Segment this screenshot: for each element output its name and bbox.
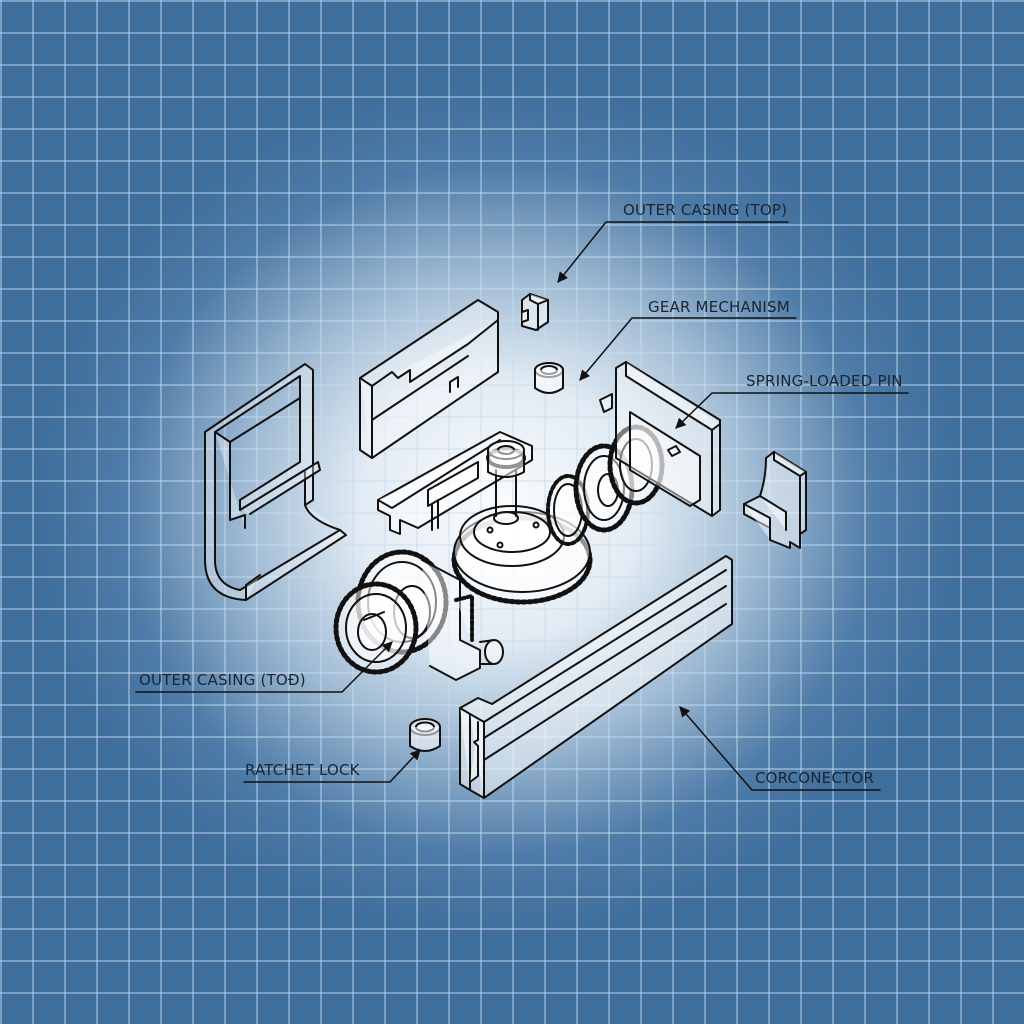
spur-gear-cluster-right <box>546 424 665 546</box>
callout-spring-loaded-pin: SPRING-LOADED PIN <box>746 372 903 390</box>
right-end-plate <box>599 361 721 517</box>
callout-outer-casing-top-upper: OUTER CASING (TOP) <box>623 201 788 219</box>
small-clip <box>521 293 549 331</box>
leader-ratchet-lock <box>243 749 421 783</box>
leader-outer-casing-top-lower <box>135 641 393 693</box>
callout-gear-mechanism: GEAR MECHANISM <box>648 298 790 316</box>
left-casing-frame <box>204 363 347 601</box>
top-cover-plate <box>359 299 499 459</box>
spur-gear-cluster-left <box>333 549 504 681</box>
callout-corconector: CORCONECTOR <box>755 769 874 787</box>
bushing-upper <box>534 362 564 394</box>
leader-lines <box>135 221 909 791</box>
leader-gear-mechanism <box>579 317 797 381</box>
callout-ratchet-lock: RATCHET LOCK <box>245 761 360 779</box>
leader-outer-casing-top-upper <box>557 221 789 283</box>
corner-bracket <box>743 451 807 549</box>
long-rail-connector <box>459 555 733 799</box>
leader-spring-loaded-pin <box>675 392 909 429</box>
callout-outer-casing-top-lower: OUTER CASING (TOĐ) <box>139 671 306 689</box>
ratchet-bushing <box>409 718 441 752</box>
leader-corconector <box>679 706 881 791</box>
